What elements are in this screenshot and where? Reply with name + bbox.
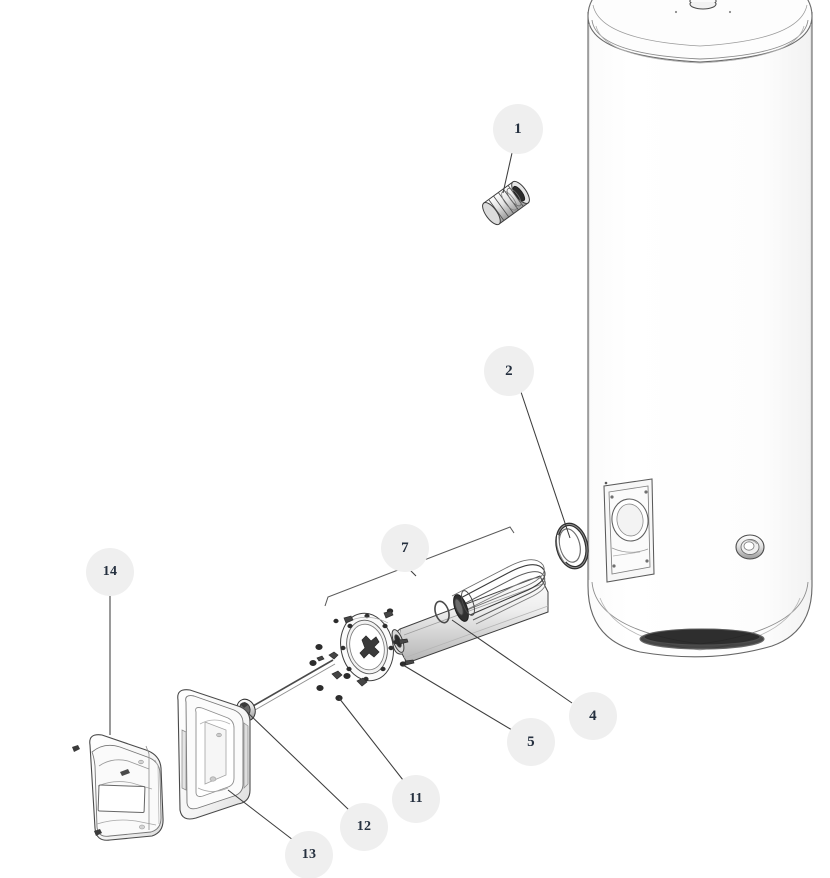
leader-lines xyxy=(109,152,573,841)
leader-line-13 xyxy=(227,789,294,841)
washer-group xyxy=(316,610,415,687)
callout-label-13: 13 xyxy=(301,847,317,862)
callout-label-14: 14 xyxy=(102,564,118,579)
part-threaded-boss xyxy=(482,180,530,226)
callout-bubble-7[interactable]: 7 xyxy=(381,524,429,572)
callout-bubble-2[interactable]: 2 xyxy=(484,346,534,396)
callout-bubble-1[interactable]: 1 xyxy=(493,104,543,154)
tank-side-boss xyxy=(735,534,765,560)
callout-bubble-11[interactable]: 11 xyxy=(392,775,440,823)
leader-line-4 xyxy=(451,619,573,704)
part-flange-gasket xyxy=(555,522,589,570)
callout-label-4: 4 xyxy=(589,707,597,724)
leader-line-12 xyxy=(246,711,350,811)
callout-label-7: 7 xyxy=(401,539,409,556)
top-outlet-fitting xyxy=(674,0,732,14)
leader-line-2 xyxy=(520,391,571,539)
part-flange-plate xyxy=(340,612,394,682)
callout-bubble-12[interactable]: 12 xyxy=(340,803,388,851)
callout-bubble-4[interactable]: 4 xyxy=(569,692,617,740)
part-heating-element xyxy=(391,559,549,664)
callout-bubble-5[interactable]: 5 xyxy=(507,718,555,766)
leader-line-11 xyxy=(338,697,404,781)
callout-label-5: 5 xyxy=(527,733,535,750)
callout-label-11: 11 xyxy=(409,791,423,806)
callout-label-2: 2 xyxy=(505,362,513,379)
part-mounting-bezel xyxy=(177,689,251,820)
callout-label-1: 1 xyxy=(514,120,522,137)
callout-bubble-13[interactable]: 13 xyxy=(285,831,333,878)
part-outer-cover xyxy=(72,734,164,841)
leader-line-1 xyxy=(502,152,513,194)
callout-label-12: 12 xyxy=(356,819,372,834)
callout-bubble-14[interactable]: 14 xyxy=(86,548,134,596)
leader-line-5 xyxy=(402,664,513,731)
tank-access-port xyxy=(603,478,655,583)
